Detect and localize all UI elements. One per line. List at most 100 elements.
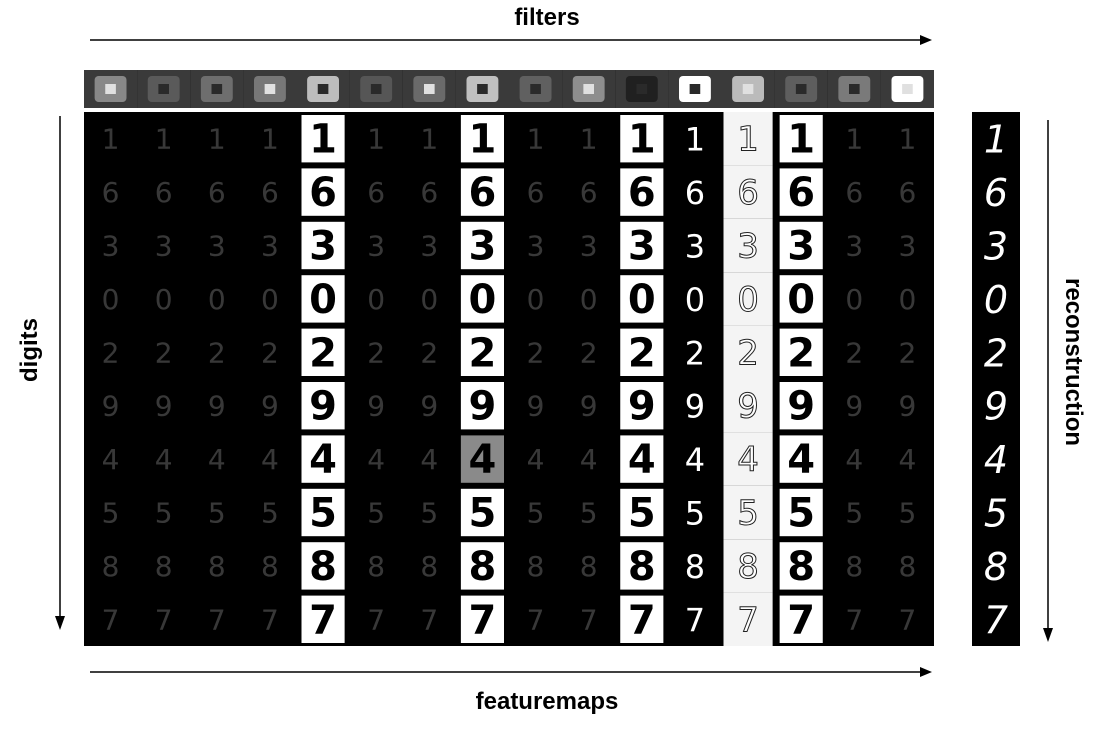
featuremap-cell: 0 xyxy=(899,283,917,316)
featuremap-digit: 9 xyxy=(420,390,438,423)
featuremap-digit: 1 xyxy=(208,123,226,156)
filter-tile xyxy=(721,70,775,108)
filter-tile-center xyxy=(689,84,701,94)
featuremap-cell: 9 xyxy=(155,390,173,423)
featuremap-tile xyxy=(301,595,345,643)
featuremap-digit: 0 xyxy=(787,277,815,323)
featuremap-digit: 5 xyxy=(737,494,759,534)
featuremaps-arrow xyxy=(90,667,932,677)
featuremap-cell: 8 xyxy=(779,542,823,590)
featuremap-cell: 4 xyxy=(367,443,385,476)
featuremap-tile xyxy=(779,595,823,643)
featuremap-cell: 6 xyxy=(685,174,705,212)
featuremap-digit: 4 xyxy=(367,443,385,476)
featuremap-cell: 4 xyxy=(527,443,545,476)
filter-strip-svg xyxy=(84,70,934,108)
featuremap-cell: 2 xyxy=(779,328,823,376)
featuremap-tile xyxy=(779,168,823,216)
featuremap-digit: 1 xyxy=(787,117,815,163)
featuremap-cell: 4 xyxy=(420,443,438,476)
featuremap-digit: 2 xyxy=(899,336,917,369)
featuremap-cell: 8 xyxy=(155,550,173,583)
featuremap-cell: 9 xyxy=(580,390,598,423)
featuremap-cell: 6 xyxy=(420,176,438,209)
featuremap-digit: 7 xyxy=(845,603,863,636)
featuremap-digit: 0 xyxy=(628,277,656,323)
featuremap-cell: 0 xyxy=(620,275,664,323)
reconstruction-digit: 7 xyxy=(984,598,1008,642)
featuremap-digit: 7 xyxy=(628,597,656,643)
featuremap-tile xyxy=(460,488,504,537)
featuremap-tile xyxy=(460,168,504,216)
reconstruction-digit: 1 xyxy=(984,118,1008,162)
featuremap-digit: 7 xyxy=(102,603,120,636)
featuremap-tile xyxy=(620,435,664,483)
featuremap-digit: 4 xyxy=(845,443,863,476)
featuremap-cell: 6 xyxy=(367,176,385,209)
featuremap-digit: 1 xyxy=(527,123,545,156)
featuremap-digit: 4 xyxy=(580,443,598,476)
featuremap-digit: 6 xyxy=(737,173,759,213)
featuremap-cell: 1 xyxy=(580,123,598,156)
featuremap-digit: 2 xyxy=(208,336,226,369)
featuremap-cell: 0 xyxy=(420,283,438,316)
featuremap-cell: 1 xyxy=(845,123,863,156)
featuremap-digit: 8 xyxy=(420,550,438,583)
filter-tile xyxy=(349,70,403,108)
reconstruction-digit: 8 xyxy=(984,545,1008,589)
featuremap-cell: 1 xyxy=(460,115,504,163)
featuremap-digit: 0 xyxy=(899,283,917,316)
featuremap-cell: 8 xyxy=(580,550,598,583)
featuremap-digit: 8 xyxy=(580,550,598,583)
featuremap-cell: 7 xyxy=(779,595,823,643)
featuremap-cell: 2 xyxy=(261,336,279,369)
featuremap-cell: 8 xyxy=(367,550,385,583)
featuremap-tile xyxy=(301,328,345,376)
featuremap-cell: 8 xyxy=(723,539,773,593)
featuremap-cell: 7 xyxy=(845,603,863,636)
featuremap-digit: 4 xyxy=(469,437,497,483)
featuremap-tile xyxy=(779,328,823,376)
featuremap-cell: 2 xyxy=(580,336,598,369)
featuremap-cell: 8 xyxy=(685,548,705,586)
featuremap-tile xyxy=(779,488,823,537)
featuremap-digit: 0 xyxy=(420,283,438,316)
featuremap-cell: 4 xyxy=(845,443,863,476)
featuremap-tile xyxy=(620,168,664,216)
featuremap-digit: 4 xyxy=(102,443,120,476)
filter-strip xyxy=(84,70,934,108)
featuremap-cell: 5 xyxy=(460,488,504,537)
featuremap-digit: 2 xyxy=(685,334,705,372)
featuremap-digit: 1 xyxy=(580,123,598,156)
featuremap-cell: 3 xyxy=(580,230,598,263)
filter-tile xyxy=(562,70,616,108)
featuremap-digit: 0 xyxy=(155,283,173,316)
featuremap-tile xyxy=(723,165,773,219)
featuremap-cell: 9 xyxy=(367,390,385,423)
featuremap-digit: 7 xyxy=(899,603,917,636)
featuremap-cell: 1 xyxy=(620,115,664,163)
reconstruction-digit: 4 xyxy=(984,438,1008,482)
featuremap-digit: 0 xyxy=(367,283,385,316)
featuremap-digit: 8 xyxy=(309,544,337,590)
featuremap-cell: 6 xyxy=(102,176,120,209)
featuremap-digit: 0 xyxy=(469,277,497,323)
featuremap-digit: 3 xyxy=(367,230,385,263)
reconstruction-digit: 9 xyxy=(984,385,1008,429)
featuremap-cell: 9 xyxy=(899,390,917,423)
featuremap-digit: 4 xyxy=(737,440,759,480)
featuremap-digit: 3 xyxy=(580,230,598,263)
featuremap-tile xyxy=(779,275,823,323)
featuremap-cell: 6 xyxy=(580,176,598,209)
featuremap-cell: 3 xyxy=(527,230,545,263)
featuremap-tile xyxy=(723,325,773,379)
featuremap-digit: 6 xyxy=(102,176,120,209)
featuremap-cell: 3 xyxy=(460,221,504,270)
featuremap-cell: 7 xyxy=(723,592,773,646)
featuremap-digit: 7 xyxy=(420,603,438,636)
featuremap-digit: 0 xyxy=(685,281,705,319)
featuremap-cell: 4 xyxy=(155,443,173,476)
featuremap-cell: 4 xyxy=(723,432,773,486)
featuremap-digit: 1 xyxy=(367,123,385,156)
